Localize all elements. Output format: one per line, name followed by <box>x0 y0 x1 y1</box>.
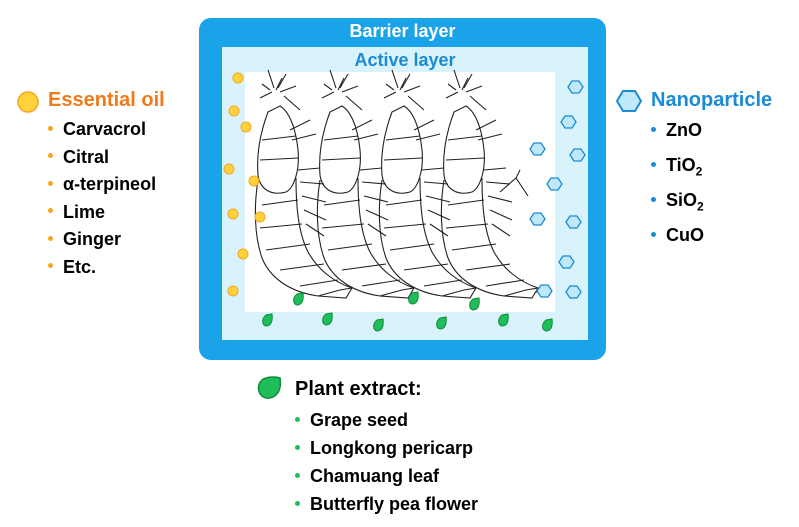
list-item: Etc. <box>48 254 156 282</box>
list-item: Longkong pericarp <box>295 434 478 462</box>
list-item: ZnO <box>651 116 704 151</box>
nano-particles <box>529 80 586 299</box>
list-item: SiO2 <box>651 186 704 221</box>
list-item: Citral <box>48 144 156 172</box>
essential-oil-list: Carvacrol Citral α-terpineol Lime Ginger… <box>48 116 156 281</box>
plant-particles <box>262 291 553 332</box>
essential-oil-title: Essential oil <box>48 89 165 111</box>
list-item: Lime <box>48 199 156 227</box>
active-layer-label: Active layer <box>354 50 456 70</box>
plant-extract-title: Plant extract: <box>295 378 422 400</box>
list-item: TiO2 <box>651 151 704 186</box>
list-item: CuO <box>651 221 704 256</box>
plant-extract-list: Grape seed Longkong pericarp Chamuang le… <box>295 406 478 518</box>
blue-hexagon-icon <box>615 90 643 112</box>
green-leaf-icon <box>257 376 282 399</box>
yellow-circle-icon <box>17 91 39 113</box>
list-item: Chamuang leaf <box>295 462 478 490</box>
shrimp-drawing <box>254 69 548 299</box>
nanoparticle-title: Nanoparticle <box>651 89 773 111</box>
list-item: Grape seed <box>295 406 478 434</box>
oil-particles <box>223 72 266 297</box>
list-item: Butterfly pea flower <box>295 490 478 518</box>
list-item: Carvacrol <box>48 116 156 144</box>
list-item: α-terpineol <box>48 171 156 199</box>
list-item: Ginger <box>48 226 156 254</box>
barrier-layer-label: Barrier layer <box>349 21 456 41</box>
nanoparticle-list: ZnO TiO2 SiO2 CuO <box>651 116 704 256</box>
